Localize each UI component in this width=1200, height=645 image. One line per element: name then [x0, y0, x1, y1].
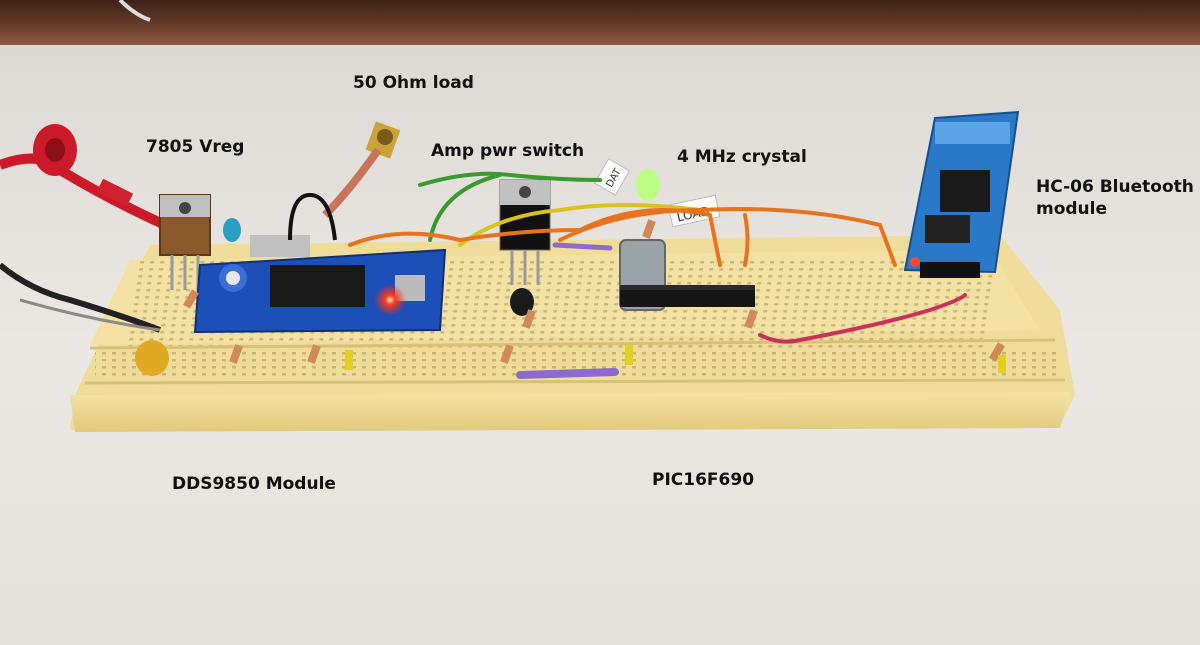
dds-power-led [374, 284, 406, 316]
wire-tag-dat: DAT [593, 158, 631, 196]
pic16f690-chip [620, 285, 755, 307]
label-pic16f690: PIC16F690 [652, 470, 755, 490]
resistors [183, 219, 1005, 364]
label-amp-pwr-switch: Amp pwr switch [431, 141, 585, 161]
label-7805-vreg: 7805 Vreg [146, 137, 245, 157]
tantalum-capacitor [135, 340, 169, 376]
jumper-wires [348, 171, 967, 379]
power-clip-red [0, 124, 168, 230]
small-capacitors-yellow [345, 345, 1006, 373]
label-50-ohm-load: 50 Ohm load [353, 73, 474, 93]
cable-top [118, 0, 151, 22]
amp-power-switch-transistor [499, 179, 551, 316]
green-led [636, 169, 660, 201]
table-wood [0, 0, 1200, 45]
label-hc06-bluetooth: HC-06 Bluetooth module [1036, 177, 1194, 219]
ground-wire-black [0, 262, 162, 333]
label-dds9850-module: DDS9850 Module [172, 474, 336, 494]
hc06-bluetooth-module [903, 110, 1020, 278]
label-4mhz-crystal: 4 MHz crystal [677, 147, 807, 167]
